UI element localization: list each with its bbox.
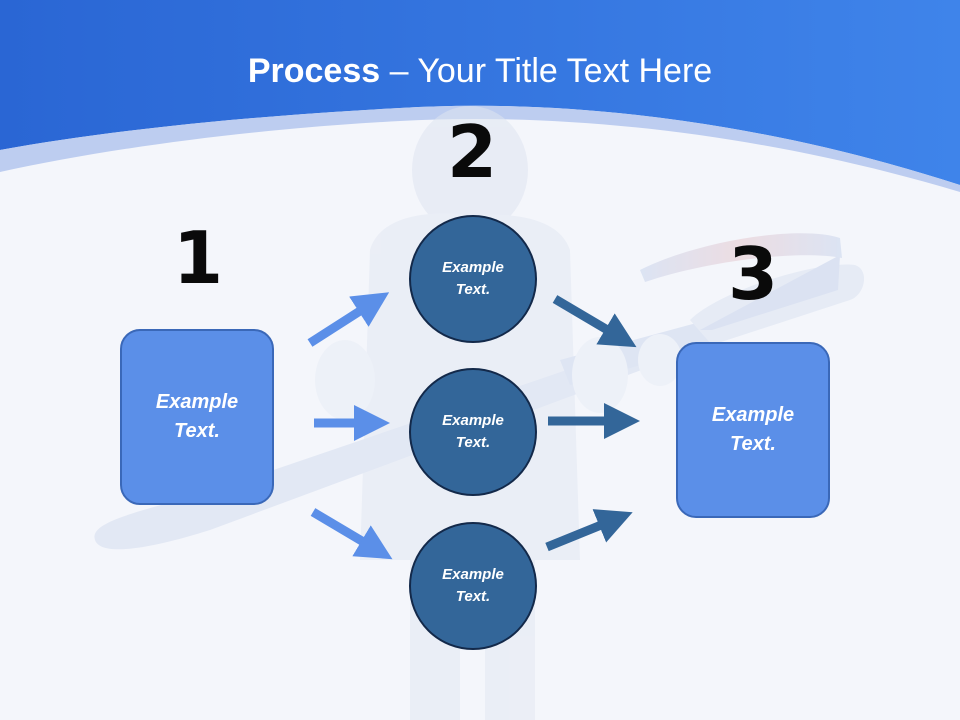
title-rest: – Your Title Text Here bbox=[380, 52, 713, 90]
circle-top-line-1: Example bbox=[442, 258, 504, 276]
step-number-2: 2 bbox=[446, 110, 498, 194]
right-box-line-2: Text. bbox=[730, 433, 776, 455]
left-box-line-2: Text. bbox=[174, 420, 220, 442]
arrow-circle-top-to-box bbox=[552, 295, 637, 348]
right-box-line-1: Example bbox=[711, 404, 795, 426]
left-box-line-1: Example bbox=[155, 391, 239, 413]
circle-middle-line-2: Text. bbox=[455, 434, 491, 451]
left-example-box[interactable]: Example Text. bbox=[120, 329, 274, 505]
step-number-1: 1 bbox=[172, 216, 224, 300]
circle-top[interactable]: Example Text. bbox=[409, 215, 537, 343]
circle-top-line-2: Text. bbox=[455, 281, 491, 298]
circle-bottom-line-1: Example bbox=[442, 565, 504, 583]
circle-bottom[interactable]: Example Text. bbox=[409, 522, 537, 650]
arrow-circle-bottom-to-box bbox=[545, 509, 633, 552]
right-example-box[interactable]: Example Text. bbox=[676, 342, 830, 518]
arrow-box-to-circle-top bbox=[307, 292, 390, 347]
title-bold: Process bbox=[247, 52, 381, 90]
step-number-3: 3 bbox=[727, 232, 779, 316]
arrow-box-to-circle-bottom bbox=[310, 508, 393, 560]
circle-bottom-line-2: Text. bbox=[455, 588, 491, 605]
circle-middle[interactable]: Example Text. bbox=[409, 368, 537, 496]
slide-title: Process – Your Title Text Here bbox=[0, 52, 960, 91]
circle-middle-line-1: Example bbox=[442, 411, 504, 429]
